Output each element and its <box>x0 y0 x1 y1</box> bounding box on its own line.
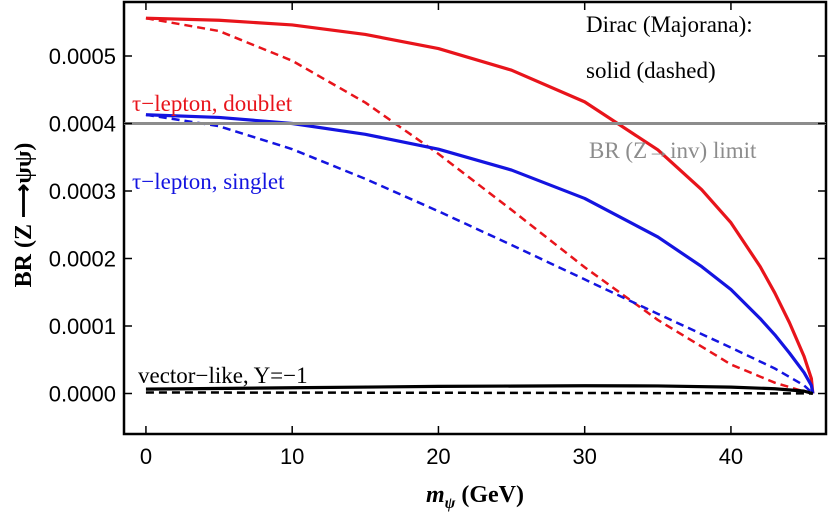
y-tick-label-0: 0.0000 <box>49 382 116 407</box>
series-vector_like-dashed-5 <box>145 391 813 395</box>
x-tick-label-3: 30 <box>572 444 596 469</box>
annot-br-limit: BR (Z→inv) limit <box>589 138 757 163</box>
x-axis-title-sub: ψ <box>445 495 456 512</box>
x-axis-title: mψ (GeV) <box>426 482 524 512</box>
y-tick-label-5: 0.0005 <box>49 44 116 69</box>
curves <box>124 16 826 396</box>
x-tick-label-1: 10 <box>280 444 304 469</box>
annot-legend-line1: Dirac (Majorana): <box>586 12 753 37</box>
y-axis-title: BR (Z ⟶ψψ) <box>11 143 37 288</box>
series-tau_singlet-dashed-3 <box>145 113 814 395</box>
ticks: 0 10 20 30 40 0.0000 0.0001 0.0002 0.0003 0.0004 0… <box>49 2 826 469</box>
series-tau_singlet-solid-2 <box>145 113 815 394</box>
plot-frame <box>122 0 828 436</box>
annot-legend-line2: solid (dashed) <box>586 58 716 83</box>
x-tick-label-2: 20 <box>426 444 450 469</box>
annot-vector-like: vector−like, Y=−1 <box>138 363 308 388</box>
y-tick-label-1: 0.0001 <box>49 314 116 339</box>
annot-tau-doublet: τ−lepton, doublet <box>132 91 293 116</box>
x-axis-title-main: m <box>426 482 445 508</box>
x-axis-title-unit: (GeV) <box>455 482 524 508</box>
y-tick-label-2: 0.0002 <box>49 247 116 272</box>
x-tick-label-4: 40 <box>719 444 743 469</box>
series-tau_doublet-solid-0 <box>145 16 815 394</box>
y-tick-label-3: 0.0003 <box>49 179 116 204</box>
series-vector_like-solid-4 <box>145 384 814 396</box>
x-tick-label-0: 0 <box>140 444 152 469</box>
y-tick-label-4: 0.0004 <box>49 112 116 137</box>
annot-tau-singlet: τ−lepton, singlet <box>132 169 285 194</box>
